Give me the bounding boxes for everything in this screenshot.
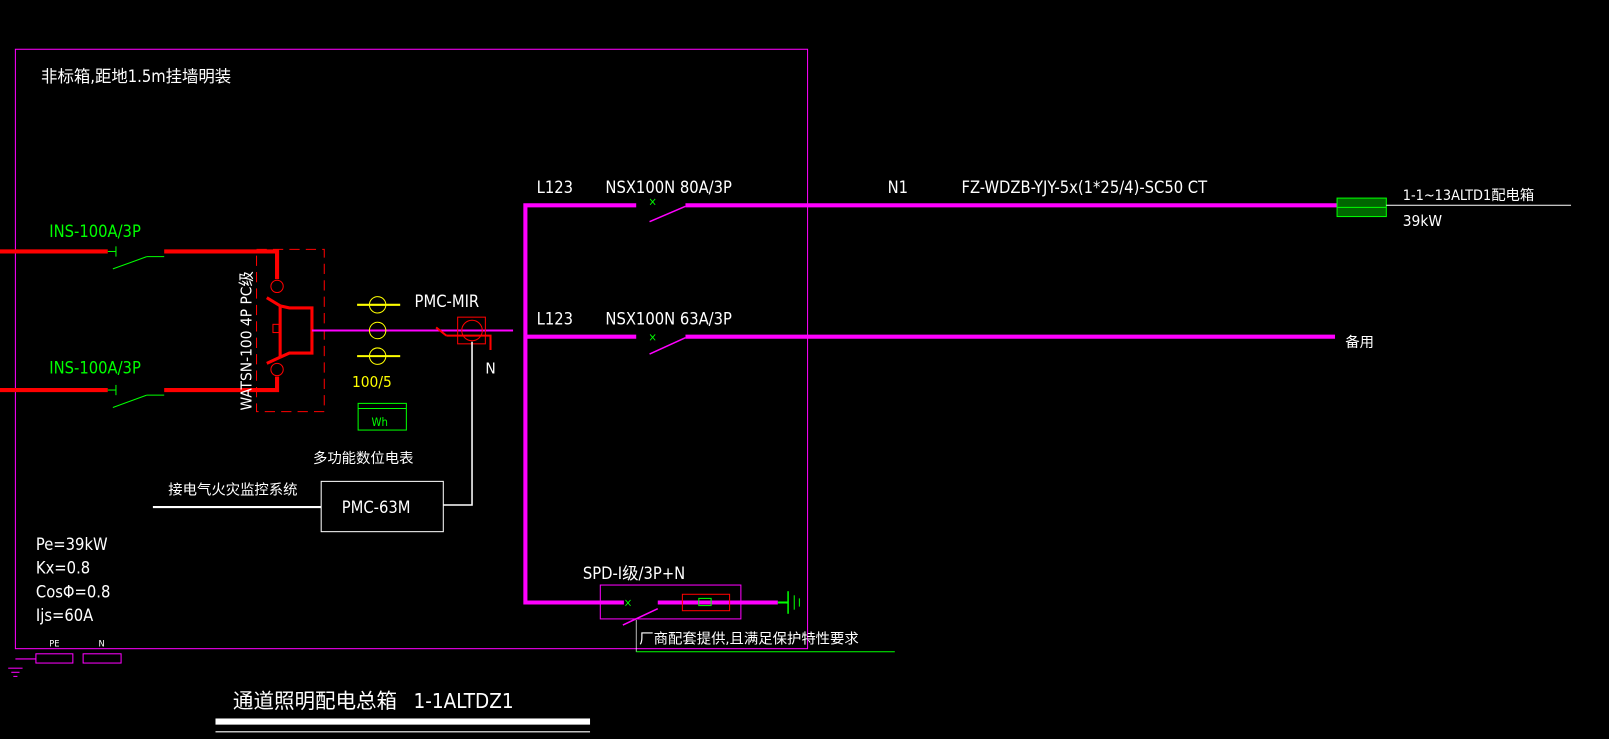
residual-current-sensor-icon (435, 316, 492, 350)
earth-icon (8, 667, 23, 677)
ats-label: WATSN-100 4P PC级 (237, 271, 255, 410)
enclosure-box (14, 48, 809, 650)
enclosure-note: 非标箱,距地1.5m挂墙明装 (41, 67, 231, 86)
monitor-device-label: PMC-MIR (415, 292, 480, 311)
monitor-signal-line (443, 341, 473, 506)
busbar (523, 203, 637, 605)
meter-icon (357, 402, 407, 431)
branch-1-circuit: × (648, 195, 1572, 223)
branch-2-destination: 备用 (1345, 334, 1374, 351)
incoming-feeder-2 (0, 362, 284, 408)
monitor-note: 接电气火灾监控系统 (168, 482, 297, 499)
param-pe: Pe=39kW (36, 535, 108, 554)
branch-1-cable: FZ-WDZB-YJY-5x(1*25/4)-SC50 CT (962, 178, 1209, 197)
title-underline-thick (215, 718, 591, 725)
n-terminal-label: N (99, 639, 105, 650)
branch-2-breaker: NSX100N 63A/3P (605, 309, 732, 328)
meter-label: 多功能数位电表 (313, 450, 414, 467)
param-ijs: Ijs=60A (36, 606, 93, 625)
branch-2-phase: L123 (537, 309, 573, 328)
svg-text:×: × (648, 195, 656, 208)
n-terminal-block (82, 653, 122, 664)
branch-1-phase: L123 (537, 178, 573, 197)
monitor-n-label: N (485, 360, 495, 378)
spd-note: 厂商配套提供,且满足保护特性要求 (639, 631, 858, 648)
incoming-feeder-1 (0, 246, 284, 294)
panel-code: 1-1ALTDZ1 (414, 689, 514, 713)
meter-symbol: Wh (371, 416, 387, 429)
branch-2-circuit: × (525, 331, 1336, 355)
spd-label: SPD-Ⅰ级/3P+N (583, 564, 685, 583)
monitor-module-label: PMC-63M (342, 498, 411, 517)
svg-text:×: × (648, 331, 656, 344)
incoming-breaker-1-label: INS-100A/3P (49, 222, 141, 241)
panel-title: 通道照明配电总箱 (233, 689, 397, 713)
pe-terminal-label: PE (49, 639, 59, 650)
svg-text:×: × (624, 597, 632, 610)
branch-1-power: 39kW (1403, 212, 1443, 230)
param-kx: Kx=0.8 (36, 559, 90, 578)
param-cos: CosΦ=0.8 (36, 582, 110, 601)
branch-1-breaker: NSX100N 80A/3P (605, 178, 732, 197)
pe-terminal-block (35, 653, 74, 664)
ct-ratio: 100/5 (352, 373, 392, 391)
ground-icon (787, 591, 800, 614)
branch-1-circuit-id: N1 (888, 178, 908, 197)
branch-1-destination: 1-1~13ALTD1配电箱 (1403, 187, 1535, 204)
incoming-breaker-2-label: INS-100A/3P (49, 359, 141, 378)
current-transformer-icon (357, 296, 401, 365)
spd-circuit: × (599, 584, 789, 626)
